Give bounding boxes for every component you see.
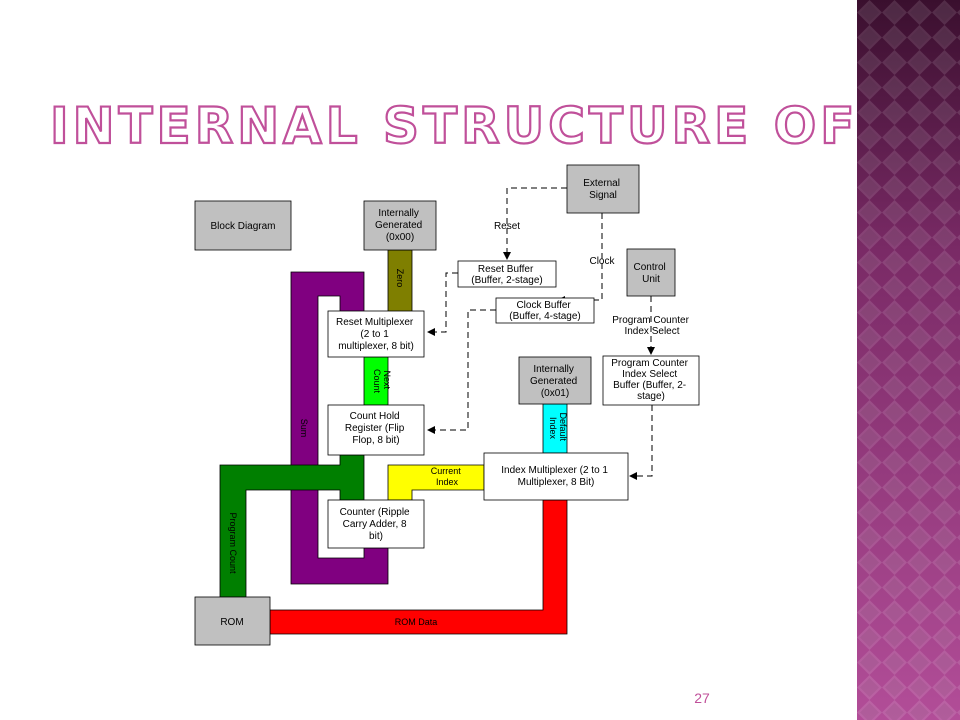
next-count-bus <box>363 356 389 406</box>
count-hold-register-label: Count Hold Register (Flip Flop, 8 bit) <box>345 411 407 446</box>
reset-buffer-label: Reset Buffer (Buffer, 2-stage) <box>471 264 543 286</box>
reset-buffer-box <box>457 260 557 288</box>
pc-index-select-buffer-box <box>602 355 700 406</box>
block-diagram-label: Block Diagram <box>210 221 275 232</box>
clock-buffer-box <box>495 297 595 324</box>
current-index-bus-label: Current Index <box>431 466 464 487</box>
zero-bus <box>387 249 413 313</box>
external-signal-box <box>566 164 640 214</box>
internally-generated-0x01-box <box>518 356 592 405</box>
program-count-bus-label: Program Count <box>228 512 238 574</box>
reset-buffer-to-mux-line <box>427 272 458 336</box>
rom-label: ROM <box>220 617 243 628</box>
reset-multiplexer-label: Reset Multiplexer (2 to 1 multiplexer, 8… <box>336 317 416 352</box>
counter-label: Counter (Ripple Carry Adder, 8 bit) <box>340 507 413 542</box>
next-count-bus-label: Next Count <box>372 369 392 394</box>
slide-title: Internal Structure of PC <box>49 96 860 156</box>
pc-block-diagram: Block Diagram Internally Generated (0x00… <box>194 164 700 646</box>
decorative-side-panel <box>857 0 960 720</box>
reset-multiplexer-box[interactable] <box>327 310 425 358</box>
rom-data-bus-label: ROM Data <box>395 617 438 627</box>
count-hold-register-box[interactable] <box>327 404 425 456</box>
select-buffer-to-index-mux-line <box>629 405 653 480</box>
slide-title-text: Internal Structure of PC <box>50 97 860 155</box>
sum-bus-label: Sum <box>299 419 309 438</box>
default-index-bus-label: Default Index <box>548 412 568 443</box>
internally-generated-0x00-box <box>363 200 437 251</box>
clock-buffer-label: Clock Buffer (Buffer, 4-stage) <box>509 300 581 322</box>
zero-bus-label: Zero <box>395 269 405 288</box>
page-number: 27 <box>694 690 710 706</box>
internally-generated-0x00-label: Internally Generated (0x00) <box>375 208 425 243</box>
block-diagram-box <box>194 200 292 251</box>
reset-signal-label: Reset <box>494 221 520 232</box>
index-multiplexer-label: Index Multiplexer (2 to 1 Multiplexer, 8… <box>501 465 611 488</box>
clock-buffer-to-register-line <box>427 309 496 434</box>
pc-index-select-signal-label: Program Counter Index Select <box>612 315 691 337</box>
control-unit-label: Control Unit <box>633 262 668 285</box>
pc-index-select-buffer-label: Program Counter Index Select Buffer (Buf… <box>611 358 690 402</box>
internally-generated-0x01-label: Internally Generated (0x01) <box>530 364 580 399</box>
external-signal-label: External Signal <box>583 178 622 201</box>
rom-box[interactable] <box>194 596 271 646</box>
control-unit-box <box>626 248 676 297</box>
clock-signal-label: Clock <box>589 256 615 267</box>
reset-signal-line <box>503 187 567 260</box>
index-multiplexer-box[interactable] <box>483 452 629 501</box>
counter-box[interactable] <box>327 499 425 549</box>
